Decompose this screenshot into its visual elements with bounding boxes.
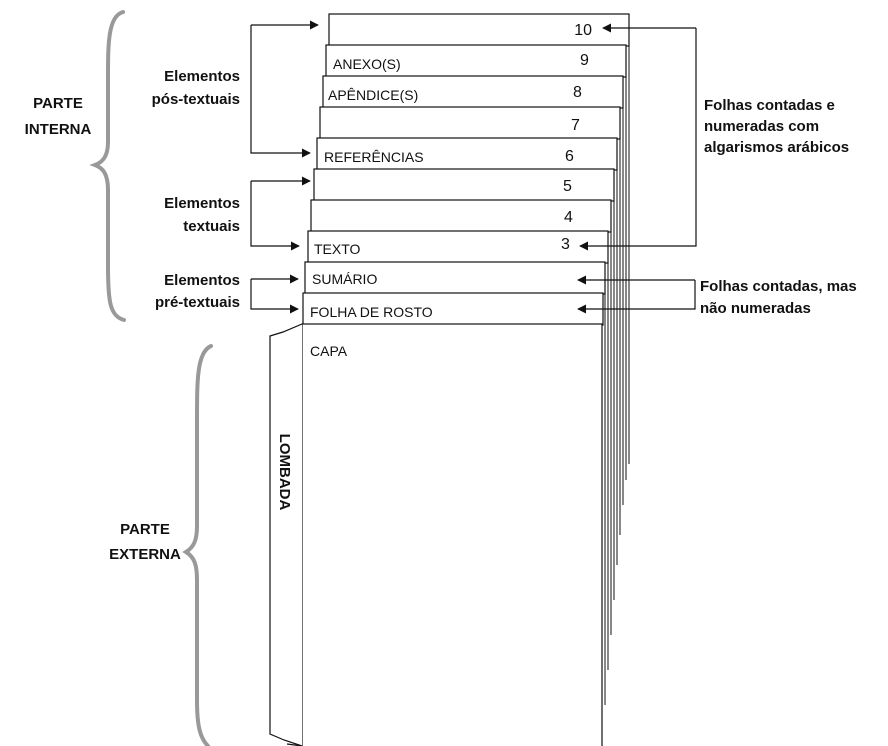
sheet-label: SUMÁRIO (312, 271, 377, 287)
spine-label: LOMBADA (276, 434, 293, 511)
note-not-numbered-line1: Folhas contadas, mas (700, 278, 857, 295)
pre-textual-line1: Elementos (164, 272, 240, 289)
sheet-number: 6 (565, 148, 574, 165)
spine: LOMBADA (269, 323, 303, 746)
note-not-numbered-line2: não numeradas (700, 300, 811, 317)
textual-line2: textuais (183, 218, 240, 235)
sheet-number: 3 (561, 236, 570, 253)
sheet-number: 8 (573, 84, 582, 101)
cover-sheet: CAPA (301, 323, 603, 746)
sheet-5: 5 (313, 168, 615, 202)
connector-not-numbered (577, 275, 696, 314)
post-textual-line1: Elementos (164, 68, 240, 85)
note-numbered-line3: algarismos arábicos (704, 139, 849, 156)
sheet-4: 4 (310, 199, 612, 233)
cover-label: CAPA (310, 343, 348, 359)
sheet-2: SUMÁRIO (304, 261, 606, 295)
sheet-10: 10 (328, 13, 630, 47)
sheet-number: 5 (563, 178, 572, 195)
sheet-number: 7 (571, 117, 580, 134)
sheet-3: TEXTO 3 (307, 230, 609, 264)
parte-interna-line1: PARTE (33, 95, 83, 112)
parte-externa-line1: PARTE (120, 521, 170, 538)
sheet-label: TEXTO (314, 241, 361, 257)
parte-externa-line2: EXTERNA (109, 546, 181, 563)
sheet-label: REFERÊNCIAS (324, 149, 424, 165)
bracket-parte-externa (182, 344, 213, 746)
bracket-parte-interna (89, 10, 126, 322)
connector-textual (250, 176, 311, 251)
sheet-label: ANEXO(S) (333, 56, 401, 72)
sheet-6: REFERÊNCIAS 6 (316, 137, 618, 171)
sheet-number: 10 (574, 22, 592, 39)
sheet-label: APÊNDICE(S) (328, 87, 418, 103)
connector-numbered (579, 23, 697, 251)
sheet-9: ANEXO(S) 9 (325, 44, 627, 78)
sheet-number: 4 (564, 209, 573, 226)
sheet-label: FOLHA DE ROSTO (310, 304, 433, 320)
post-textual-line2: pós-textuais (152, 91, 240, 108)
sheet-number: 9 (580, 52, 589, 69)
sheet-8: APÊNDICE(S) 8 (322, 75, 624, 109)
sheet-7: 7 (319, 106, 621, 140)
note-numbered-line1: Folhas contadas e (704, 97, 835, 114)
connector-post-textual (250, 20, 319, 158)
textual-line1: Elementos (164, 195, 240, 212)
pre-textual-line2: pré-textuais (155, 294, 240, 311)
sheet-1: FOLHA DE ROSTO (302, 292, 604, 326)
parte-interna-line2: INTERNA (25, 121, 92, 138)
connector-pre-textual (250, 274, 299, 314)
sheet-edges (604, 14, 630, 705)
note-numbered-line2: numeradas com (704, 118, 819, 135)
